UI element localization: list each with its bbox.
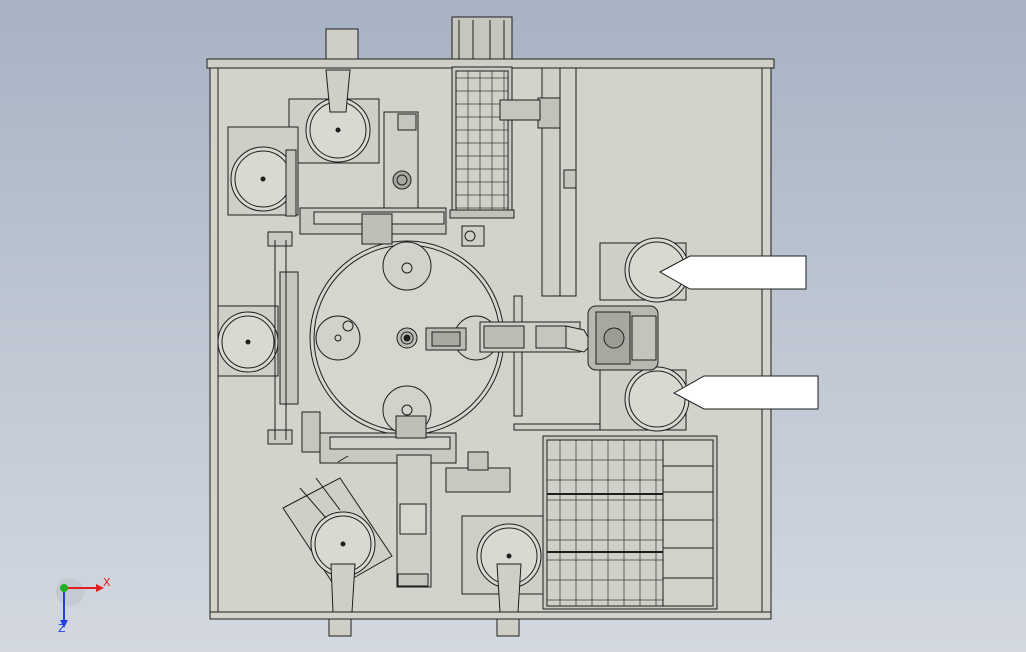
output-chute-2 [672, 375, 819, 410]
fixture-north [382, 241, 432, 291]
robot-arm [425, 305, 659, 371]
top-feeder-chute [325, 28, 359, 60]
top-conveyor-frame [451, 16, 513, 60]
output-chute-1 [658, 255, 807, 290]
axis-x-label: X [103, 576, 111, 589]
left-vertical-rail [279, 271, 299, 405]
axis-z-label: Z [58, 622, 66, 635]
output-drum-2 [624, 366, 690, 432]
fixture-west [315, 315, 361, 361]
bottom-foot-right [496, 618, 520, 637]
axis-triad [56, 578, 104, 628]
bottom-foot-left [328, 618, 352, 637]
